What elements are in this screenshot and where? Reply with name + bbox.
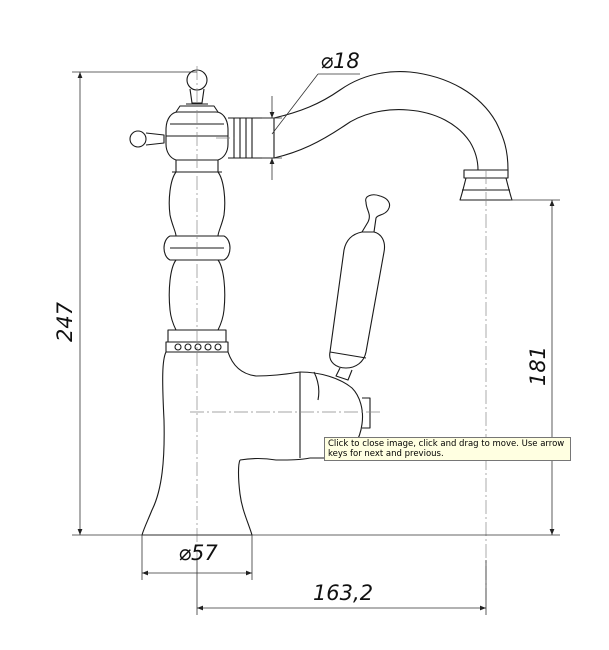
side-handle-knob xyxy=(129,130,165,148)
faucet-outline xyxy=(129,69,513,536)
viewer-tooltip: Click to close image, click and drag to … xyxy=(324,437,571,461)
body-column xyxy=(163,160,231,353)
lever-handle xyxy=(329,194,391,381)
spout xyxy=(273,71,513,201)
dim-label-163: 163,2 xyxy=(313,581,373,605)
base-body xyxy=(141,351,311,536)
dim-label-247: 247 xyxy=(53,301,77,342)
dim-label-181: 181 xyxy=(526,346,550,386)
dimension-lines xyxy=(72,71,560,615)
center-lines xyxy=(190,66,487,600)
dim-label-diameter-18: ⌀18 xyxy=(320,49,359,73)
dimension-labels: 247 181 ⌀57 163,2 ⌀18 xyxy=(53,49,550,605)
dim-label-diameter-57: ⌀57 xyxy=(178,541,218,565)
